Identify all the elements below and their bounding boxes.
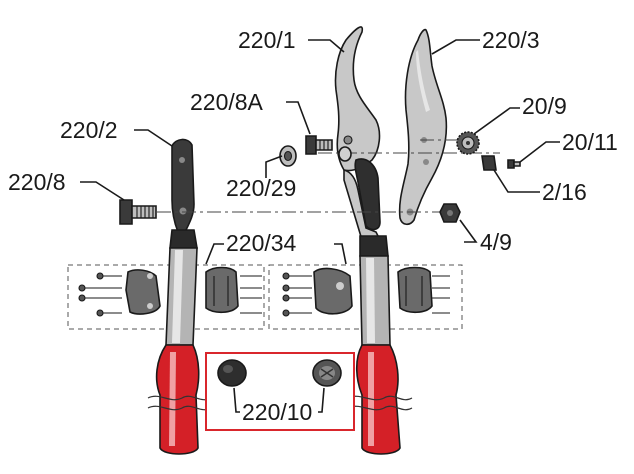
leader-220-34-r xyxy=(334,243,347,265)
clamp-set-left xyxy=(78,266,262,317)
screw-20-11 xyxy=(507,159,521,169)
nut-2-16 xyxy=(481,155,497,171)
label-220-10: 220/10 xyxy=(242,399,312,425)
break-line-right xyxy=(347,395,413,401)
label-4-9: 4/9 xyxy=(480,229,512,255)
break-line-left xyxy=(147,395,213,401)
leader-220-34-l xyxy=(205,243,224,265)
label-220-1: 220/1 xyxy=(238,27,296,53)
label-20-11: 20/11 xyxy=(562,129,618,155)
anvil-blade-220-3 xyxy=(398,28,448,226)
label-2-16: 2/16 xyxy=(542,179,587,205)
screw-220-8a xyxy=(305,135,333,155)
leader-2-16 xyxy=(493,169,540,193)
pivot-spacer xyxy=(338,146,352,162)
leader-220-3 xyxy=(431,39,480,55)
washer-220-29 xyxy=(279,145,297,167)
label-220-3: 220/3 xyxy=(482,27,540,53)
clamp-set-right xyxy=(282,266,450,317)
label-220-8a: 220/8A xyxy=(190,89,264,115)
bolt-220-8 xyxy=(119,199,157,225)
end-cap-plain xyxy=(217,359,247,387)
label-20-9: 20/9 xyxy=(522,93,567,119)
leader-220-2 xyxy=(134,129,173,147)
leader-220-10-l xyxy=(233,387,240,413)
break-line-right-b xyxy=(347,405,413,411)
leader-20-9 xyxy=(473,107,520,135)
leader-220-10-r xyxy=(318,387,325,413)
end-cap-logo xyxy=(312,359,342,387)
label-220-34: 220/34 xyxy=(226,230,297,256)
leader-220-8 xyxy=(80,181,125,201)
break-line-left-b xyxy=(147,405,213,411)
leader-4-9 xyxy=(459,219,478,243)
gear-20-9 xyxy=(456,131,480,155)
leader-220-1 xyxy=(308,39,345,53)
right-blade-220-1 xyxy=(334,26,401,455)
label-220-8: 220/8 xyxy=(8,169,66,195)
label-220-29: 220/29 xyxy=(226,175,296,201)
leader-220-29 xyxy=(265,155,283,178)
label-220-2: 220/2 xyxy=(60,117,118,143)
leader-220-8a xyxy=(286,101,311,135)
leader-20-11 xyxy=(519,141,560,163)
clamp-box-left xyxy=(67,264,265,330)
nut-4-9 xyxy=(439,203,461,223)
